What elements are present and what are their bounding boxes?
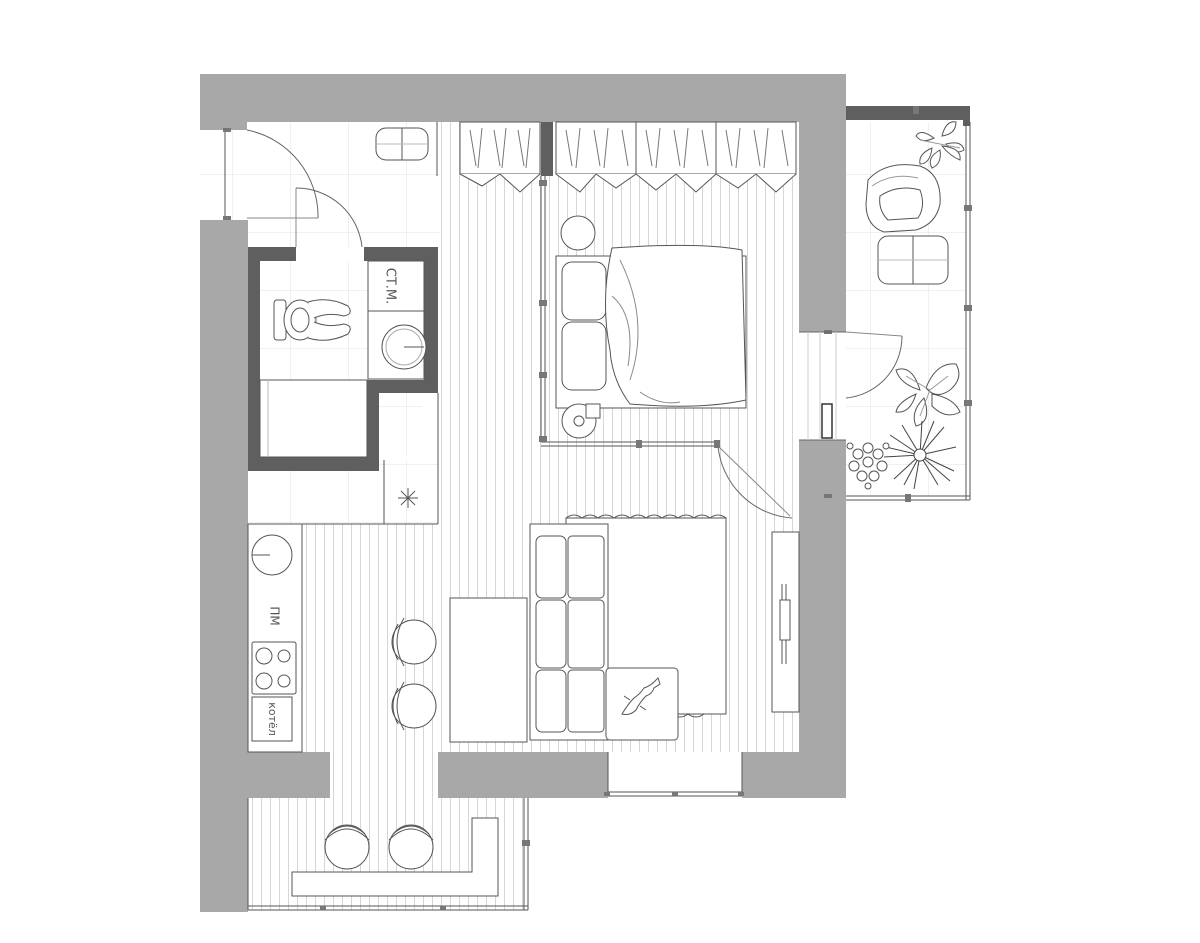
plant-icon (846, 121, 965, 490)
bath-wall-bottom (248, 457, 379, 471)
wall-left-upper (200, 74, 247, 130)
entrance-door-icon (246, 129, 319, 219)
bathroom-walls (248, 106, 970, 471)
kitchen-counter (247, 523, 303, 753)
sink-icon (367, 310, 427, 380)
lower-balcony (291, 817, 499, 897)
wall-bottom-right (742, 752, 846, 798)
bush-plant (846, 442, 890, 490)
washing-machine-label: СТ.М. (383, 268, 398, 305)
wardrobe-icon (459, 121, 797, 193)
wall-bottom-left (248, 752, 330, 798)
bedroom-door-icon (717, 445, 793, 519)
kitchen (247, 393, 439, 753)
balcony-door-icon (799, 331, 903, 441)
bathroom-fixtures (259, 260, 427, 458)
stove-icon (251, 641, 297, 695)
bed-icon (555, 244, 747, 409)
bathtub-icon (259, 379, 368, 458)
windows (224, 122, 971, 911)
tv-icon (771, 531, 800, 713)
balcony-counter (291, 817, 499, 897)
dining-table (449, 597, 528, 743)
bath-wall-left (248, 247, 260, 471)
balcony-right-edge (963, 106, 970, 126)
living (529, 514, 800, 741)
wall-left (200, 220, 248, 912)
sofa-icon (529, 523, 609, 741)
armchair-icon (865, 164, 941, 233)
doors (246, 129, 903, 519)
chair-icon (324, 824, 434, 870)
bedroom (555, 215, 747, 439)
wall-right-mid (799, 440, 846, 496)
vent-icon (398, 488, 418, 508)
ottoman-icon (605, 667, 679, 741)
wall-right-lower (799, 496, 846, 796)
washing-machine-icon (367, 260, 425, 312)
wall-top (200, 74, 846, 122)
floor-areas (200, 122, 966, 910)
toilet-icon (273, 299, 351, 341)
monstera-plant (895, 363, 961, 427)
boiler-label: котёл (266, 702, 279, 736)
bath-wall-inner (367, 380, 379, 470)
kitchen-corridor-floor (330, 752, 440, 802)
bathroom-door-icon (295, 187, 363, 248)
upper-balcony (865, 164, 949, 285)
bedside-table (561, 403, 601, 439)
kitchen-sink-icon (251, 534, 293, 576)
wardrobe-partition-1 (541, 122, 553, 176)
bath-wall-step (367, 380, 438, 393)
hangers (469, 127, 789, 169)
walls (200, 74, 846, 912)
ottoman-icon (877, 235, 949, 285)
chair-icon (391, 617, 437, 731)
side-table (560, 215, 596, 251)
bath-wall-right (424, 247, 438, 393)
bath-wall-top-right (364, 247, 438, 261)
wall-bottom-mid (438, 752, 608, 798)
wall-right-upper (799, 74, 846, 332)
palm-plant (883, 420, 957, 490)
dishwasher-label: ПМ (268, 606, 282, 625)
balcony-top-edge (846, 106, 970, 120)
hallway-ottoman-icon (375, 127, 429, 161)
boiler-icon (251, 696, 293, 742)
dog-icon (621, 677, 661, 715)
